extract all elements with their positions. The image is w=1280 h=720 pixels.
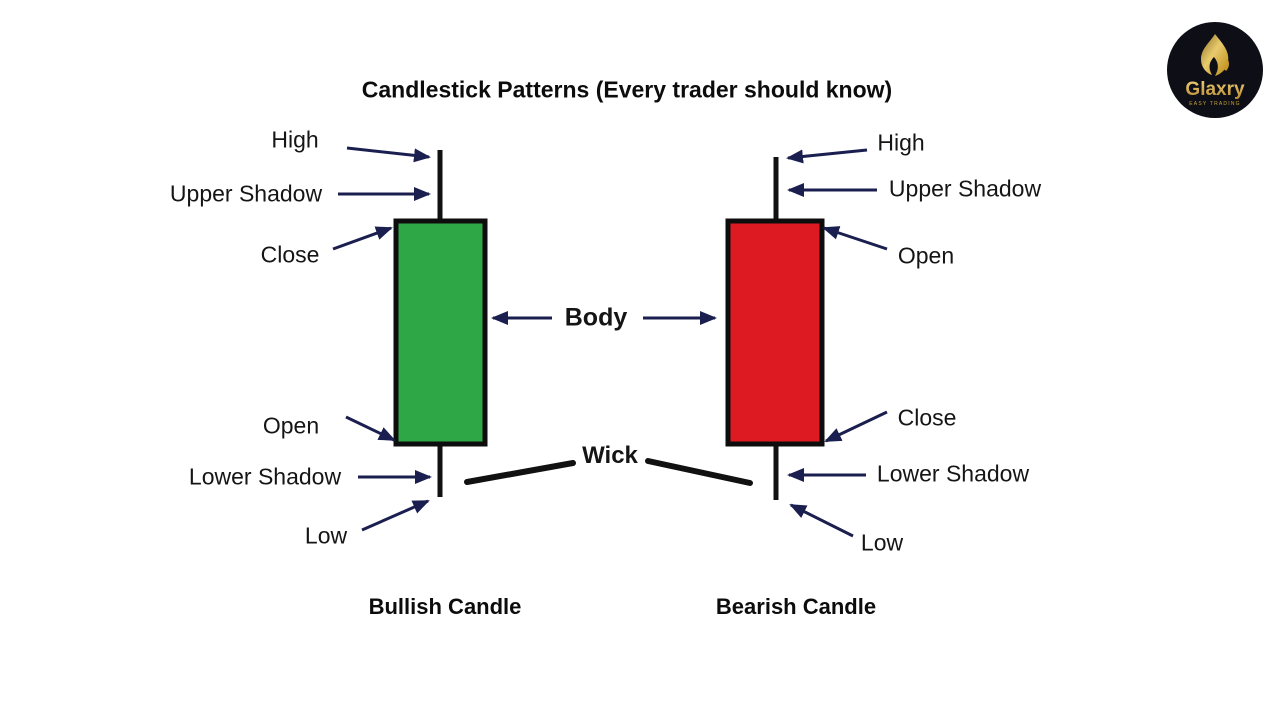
arrow-bearish-close [824,410,888,443]
bullish-candle-body [393,218,488,447]
arrow-bullish-close [332,226,393,251]
diagram-title: Candlestick Patterns (Every trader shoul… [361,76,893,103]
label-wick: Wick [582,442,638,469]
label-bearish-upper-shadow: Upper Shadow [888,175,1042,202]
flame-icon [1201,34,1229,76]
arrow-bullish-high [346,146,431,163]
arrow-bearish-open [822,226,888,251]
arrow-bearish-high [786,148,868,164]
label-bearish-low: Low [860,529,904,556]
arrow-bullish-low [361,499,430,532]
bearish-caption: Bearish Candle [715,594,877,619]
logo-brand-text: Glaxry [1185,79,1245,100]
brand-logo: Glaxry EASY TRADING [1167,22,1263,118]
label-bearish-high: High [877,129,925,156]
label-bullish-lower-shadow: Lower Shadow [188,463,342,490]
wick-pointer-left [464,460,576,485]
label-body: Body [564,303,628,332]
label-bullish-upper-shadow: Upper Shadow [169,180,323,207]
bullish-caption: Bullish Candle [368,594,522,619]
bearish-candle-body [725,218,825,447]
logo-background-circle [1167,22,1263,118]
label-bullish-close: Close [260,241,320,268]
arrow-bullish-open [345,415,396,442]
label-bullish-high: High [271,126,319,153]
label-bearish-open: Open [897,242,955,269]
wick-pointer-right [645,458,753,486]
label-bullish-low: Low [304,522,348,549]
label-bearish-close: Close [897,404,957,431]
logo-tagline: EASY TRADING [1189,101,1240,107]
label-bullish-open: Open [262,412,320,439]
arrow-bearish-low [789,503,854,538]
label-bearish-lower-shadow: Lower Shadow [876,460,1030,487]
